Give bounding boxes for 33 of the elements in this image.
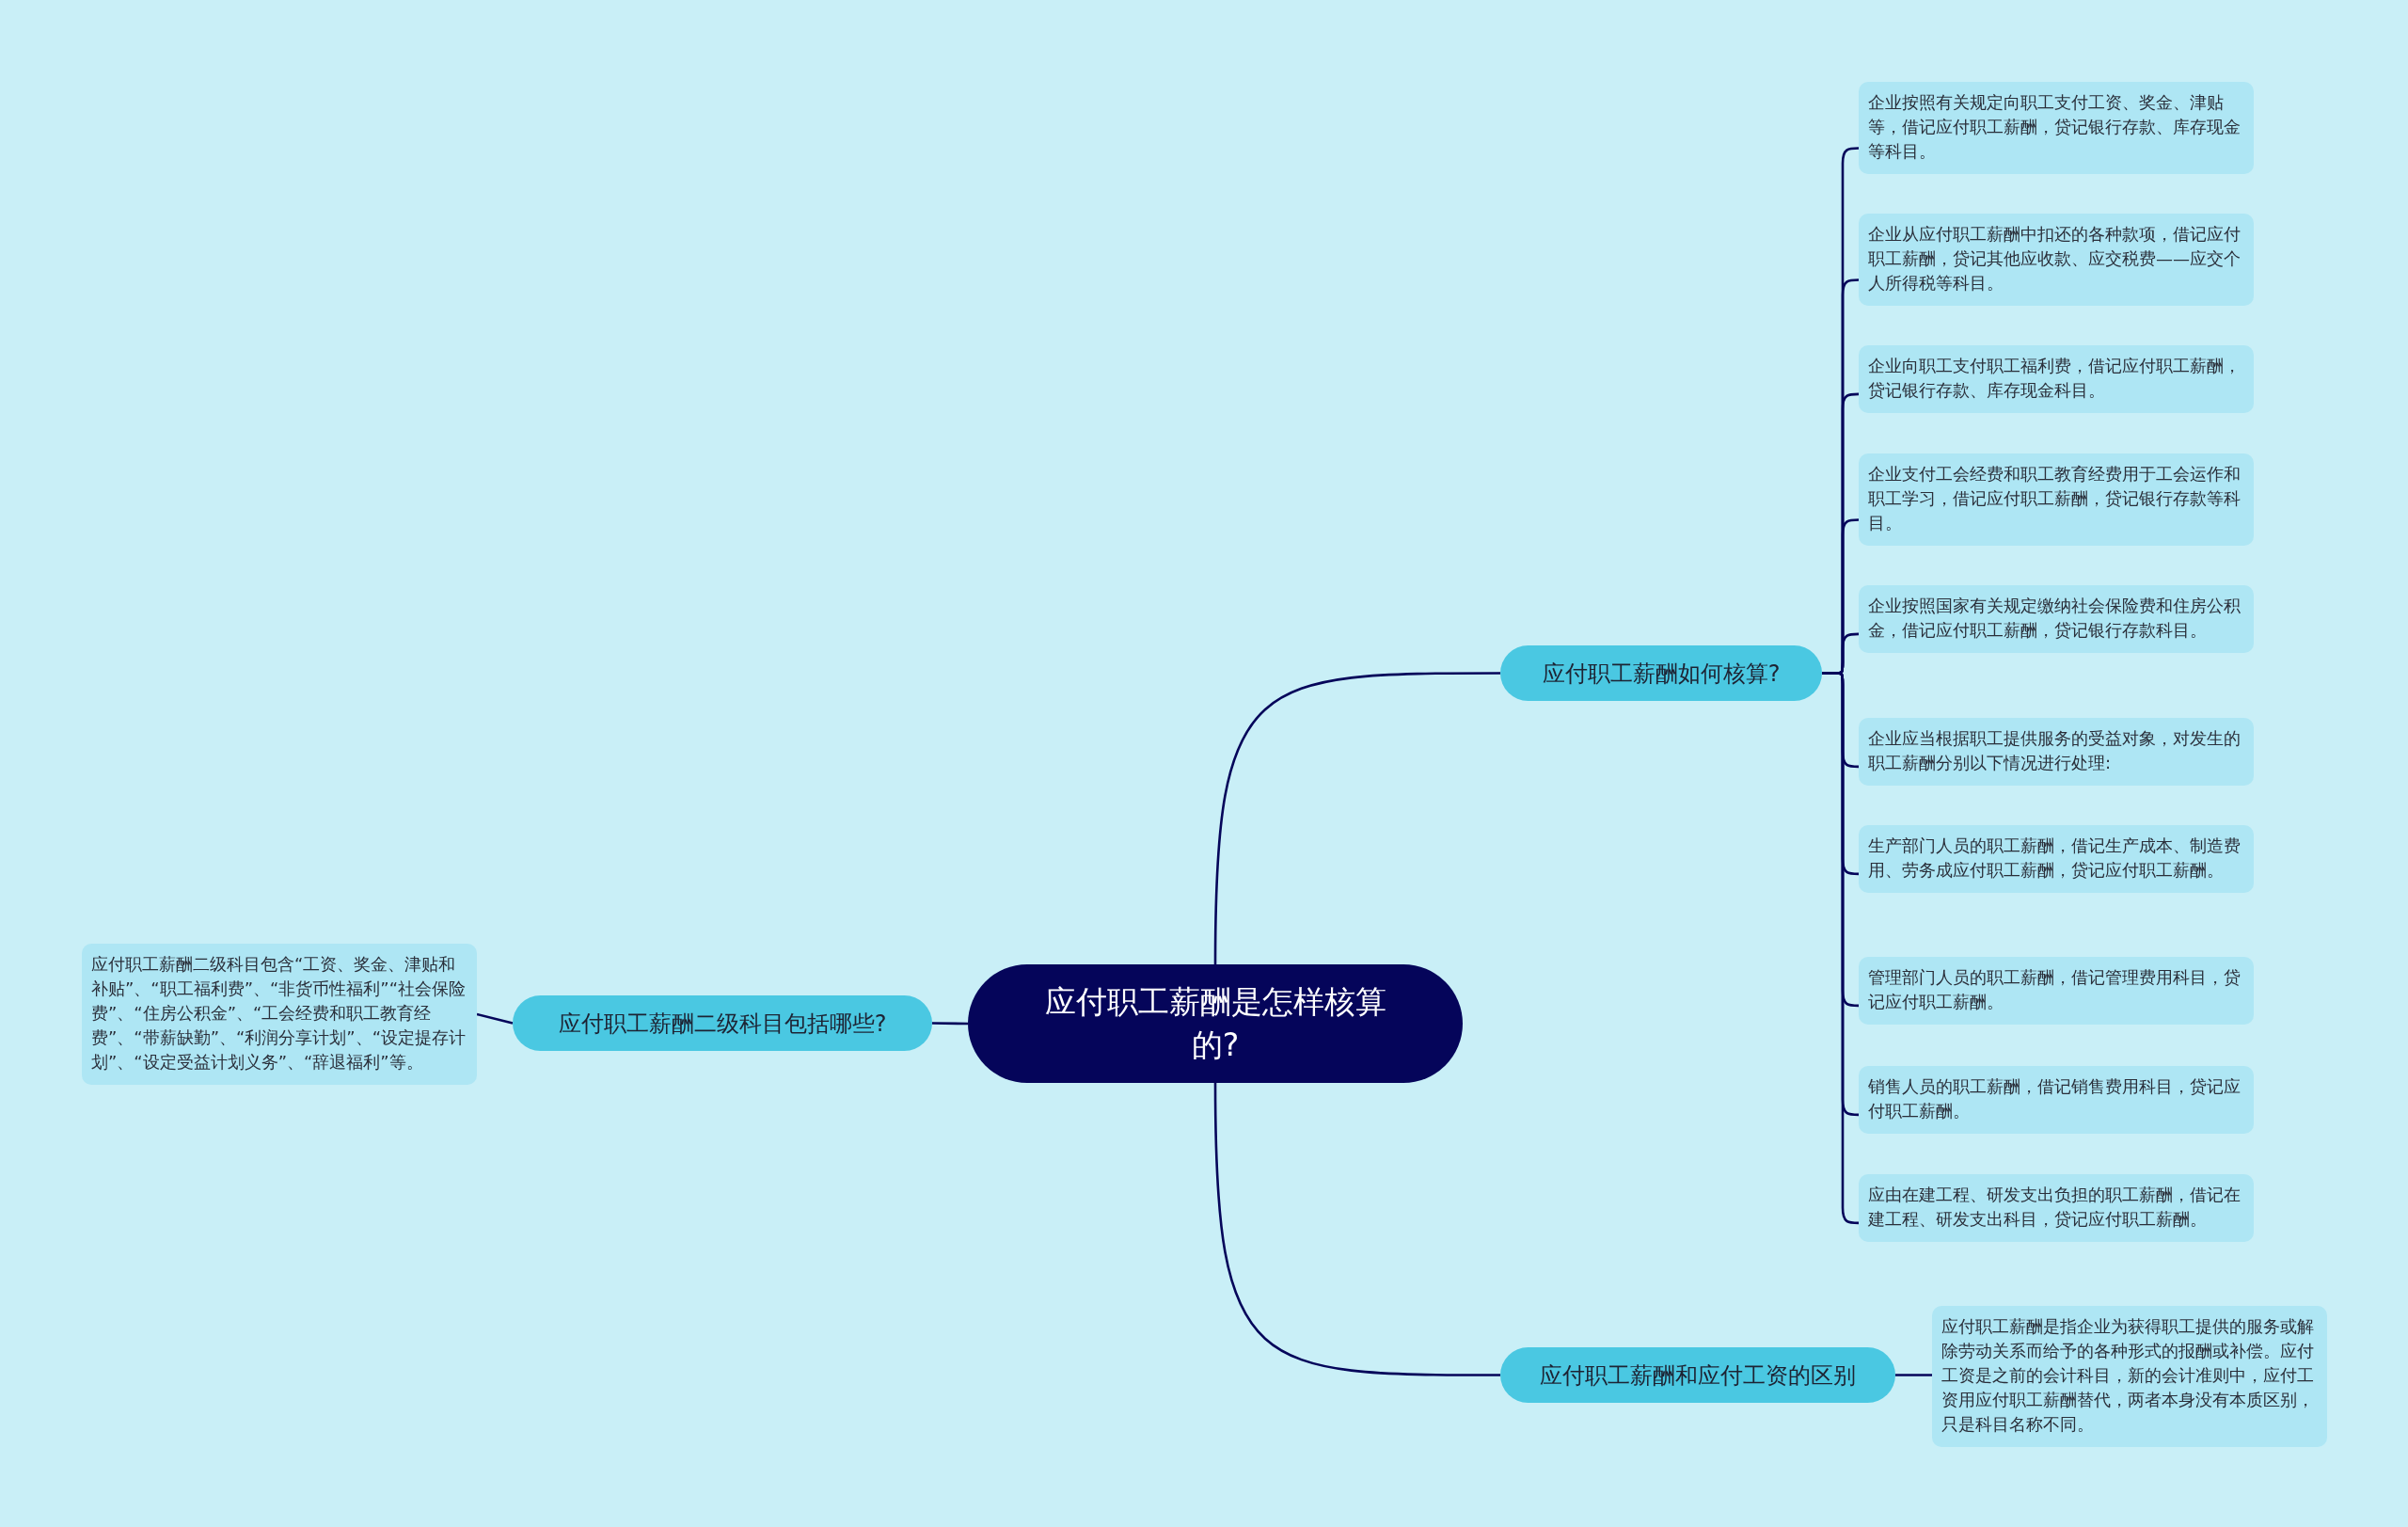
topic-text: 企业支付工会经费和职工教育经费用于工会运作和职工学习，借记应付职工薪酬，贷记银行存款等科目。 bbox=[1868, 463, 2242, 534]
topic-text: 企业从应付职工薪酬中扣还的各种款项，借记应付职工薪酬，贷记其他应收款、应交税费——应交个人所得税等科目。 bbox=[1868, 223, 2242, 294]
leaf-card bbox=[1859, 825, 2254, 893]
topic-text: 应由在建工程、研发支出负担的职工薪酬，借记在建工程、研发支出科目，贷记应付职工薪酬。 bbox=[1868, 1184, 2242, 1231]
topic-text: 应付职工薪酬二级科目包括哪些? bbox=[558, 1009, 887, 1039]
leaf-card bbox=[82, 944, 477, 1085]
leaf-card bbox=[1859, 453, 2254, 546]
connector-line bbox=[1895, 1374, 1932, 1376]
topic-text: 应付职工薪酬二级科目包含“工资、奖金、津贴和补贴”、“职工福利费”、“非货币性福利”“社会保险费”、“住房公积金”、“工会经费和职工教育经费”、“带薪缺勤”、“利润分享计划”、“设定提存计划”、“设定受益计划义务”、“辞退福利”等。 bbox=[91, 953, 467, 1074]
topic-text: 应付职工薪酬是指企业为获得职工提供的服务或解除劳动关系而给予的各种形式的报酬或补偿。应付工资是之前的会计科目，新的会计准则中，应付工资用应付职工薪酬替代，两者本身没有本质区别，只是科目名称不同。 bbox=[1941, 1315, 2315, 1436]
connector-line bbox=[476, 1012, 514, 1025]
leaf-card bbox=[1859, 1066, 2254, 1134]
topic-text: 企业按照国家有关规定缴纳社会保险费和住房公积金，借记应付职工薪酬，贷记银行存款科目。 bbox=[1868, 595, 2242, 642]
leaf-card bbox=[1859, 345, 2254, 413]
topic-text: 企业应当根据职工提供服务的受益对象，对发生的职工薪酬分别以下情况进行处理: bbox=[1868, 727, 2242, 774]
leaf-card bbox=[1859, 1174, 2254, 1242]
topic-text: 企业按照有关规定向职工支付工资、奖金、津贴等，借记应付职工薪酬，贷记银行存款、库存现金等科目。 bbox=[1868, 91, 2242, 163]
topic-text: 销售人员的职工薪酬，借记销售费用科目，贷记应付职工薪酬。 bbox=[1868, 1075, 2242, 1122]
topic-text: 应付职工薪酬和应付工资的区别 bbox=[1540, 1360, 1856, 1391]
leaf-card bbox=[1859, 957, 2254, 1025]
leaf-card bbox=[1859, 82, 2254, 174]
leaf-card bbox=[1859, 718, 2254, 786]
topic-text: 生产部门人员的职工薪酬，借记生产成本、制造费用、劳务成应付职工薪酬，贷记应付职工薪酬。 bbox=[1868, 835, 2242, 882]
topic-text: 企业向职工支付职工福利费，借记应付职工薪酬，贷记银行存款、库存现金科目。 bbox=[1868, 355, 2242, 402]
connector-line bbox=[1213, 672, 1500, 964]
topic-text: 管理部门人员的职工薪酬，借记管理费用科目，贷记应付职工薪酬。 bbox=[1868, 966, 2242, 1013]
leaf-card bbox=[1932, 1306, 2327, 1447]
connector-line bbox=[1213, 1083, 1500, 1376]
topic-text: 应付职工薪酬如何核算? bbox=[1542, 659, 1781, 689]
leaf-card bbox=[1859, 585, 2254, 653]
topic-text: 应付职工薪酬是怎样核算的? bbox=[1043, 982, 1387, 1065]
leaf-card bbox=[1859, 214, 2254, 306]
connector-line bbox=[932, 1022, 968, 1026]
